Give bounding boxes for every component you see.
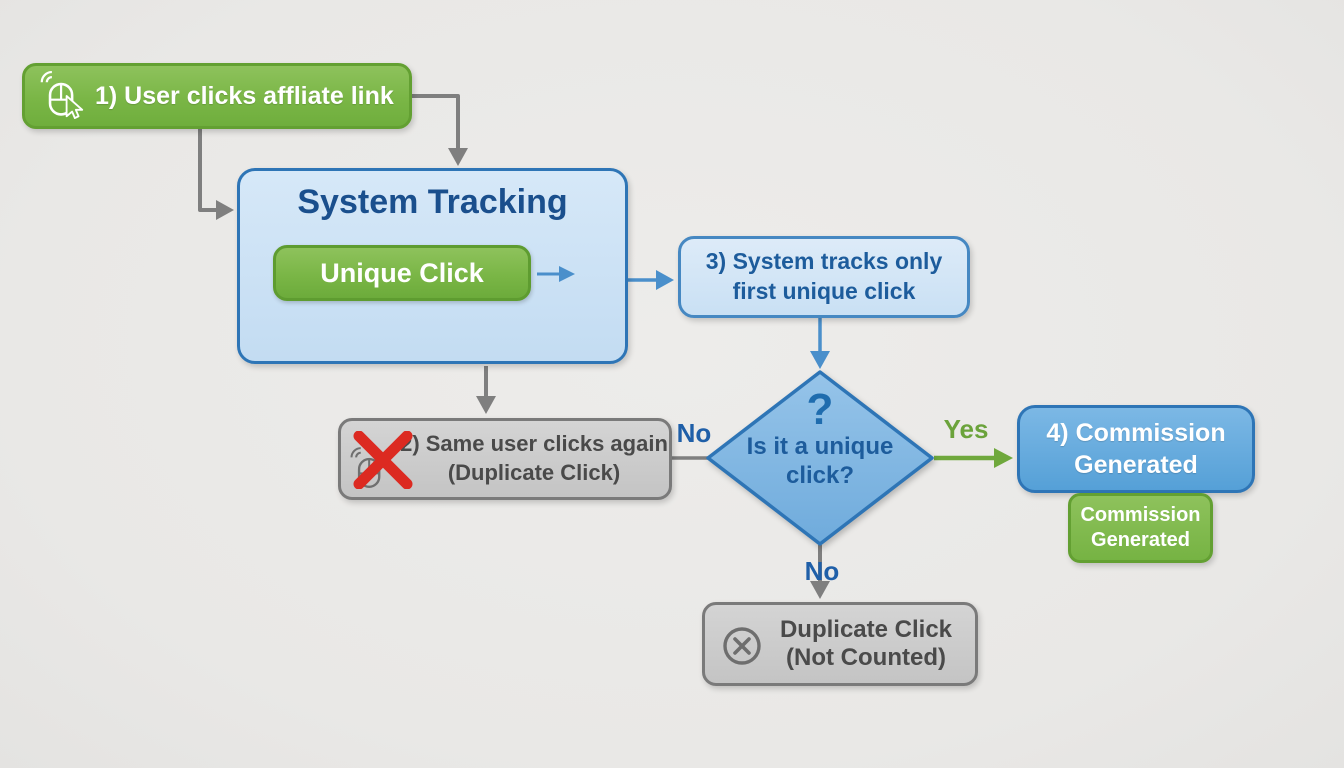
commission-generated-badge: Commission Generated <box>1068 493 1213 563</box>
arrow-right-icon <box>537 266 575 282</box>
edge-label-no-bottom: No <box>804 556 840 586</box>
decision-line2: click? <box>785 462 855 490</box>
badge-line2: Generated <box>1091 529 1190 551</box>
red-x-icon <box>353 431 413 489</box>
node-duplicate-click-attempt: 2) Same user clicks again (Duplicate Cli… <box>338 418 672 500</box>
edge-label-no-left: No <box>676 418 712 448</box>
node-system-tracks-first-click: 3) System tracks only first unique click <box>678 236 970 318</box>
question-mark: ? <box>806 385 834 434</box>
blocked-click-icon <box>347 431 413 497</box>
button-label: Unique Click <box>320 257 484 288</box>
circle-x-icon <box>723 627 761 665</box>
node-system-tracking: System Tracking Unique Click <box>237 168 628 364</box>
decision-line1: Is it a unique <box>746 433 894 460</box>
badge-line1: Commission <box>1080 504 1201 526</box>
node-label: 1) User clicks affliate link <box>95 81 394 110</box>
node-label-line1: 2) Same user clicks again <box>400 431 668 457</box>
unique-click-button: Unique Click <box>273 245 531 301</box>
node-label-line1: 4) Commission <box>1046 418 1226 447</box>
edge-label-yes: Yes <box>943 414 989 444</box>
node-user-clicks-link: 1) User clicks affliate link <box>22 63 412 129</box>
mouse-click-icon <box>40 71 84 119</box>
node-label-line2: Generated <box>1074 451 1198 479</box>
decision-diamond <box>706 370 934 546</box>
node-label-line2: (Not Counted) <box>786 644 946 671</box>
node-commission-generated: 4) Commission Generated <box>1017 405 1255 493</box>
decision-question: ? Is it a unique click? <box>720 388 920 491</box>
node-label-line2: first unique click <box>732 278 916 304</box>
node-label-line2: (Duplicate Click) <box>447 460 621 485</box>
node-title: System Tracking <box>297 183 568 221</box>
node-duplicate-not-counted: Duplicate Click (Not Counted) <box>702 602 978 686</box>
node-label-line1: Duplicate Click <box>779 616 953 643</box>
node-label-line1: 3) System tracks only <box>705 248 943 275</box>
cursor-arrow-icon <box>65 95 84 119</box>
